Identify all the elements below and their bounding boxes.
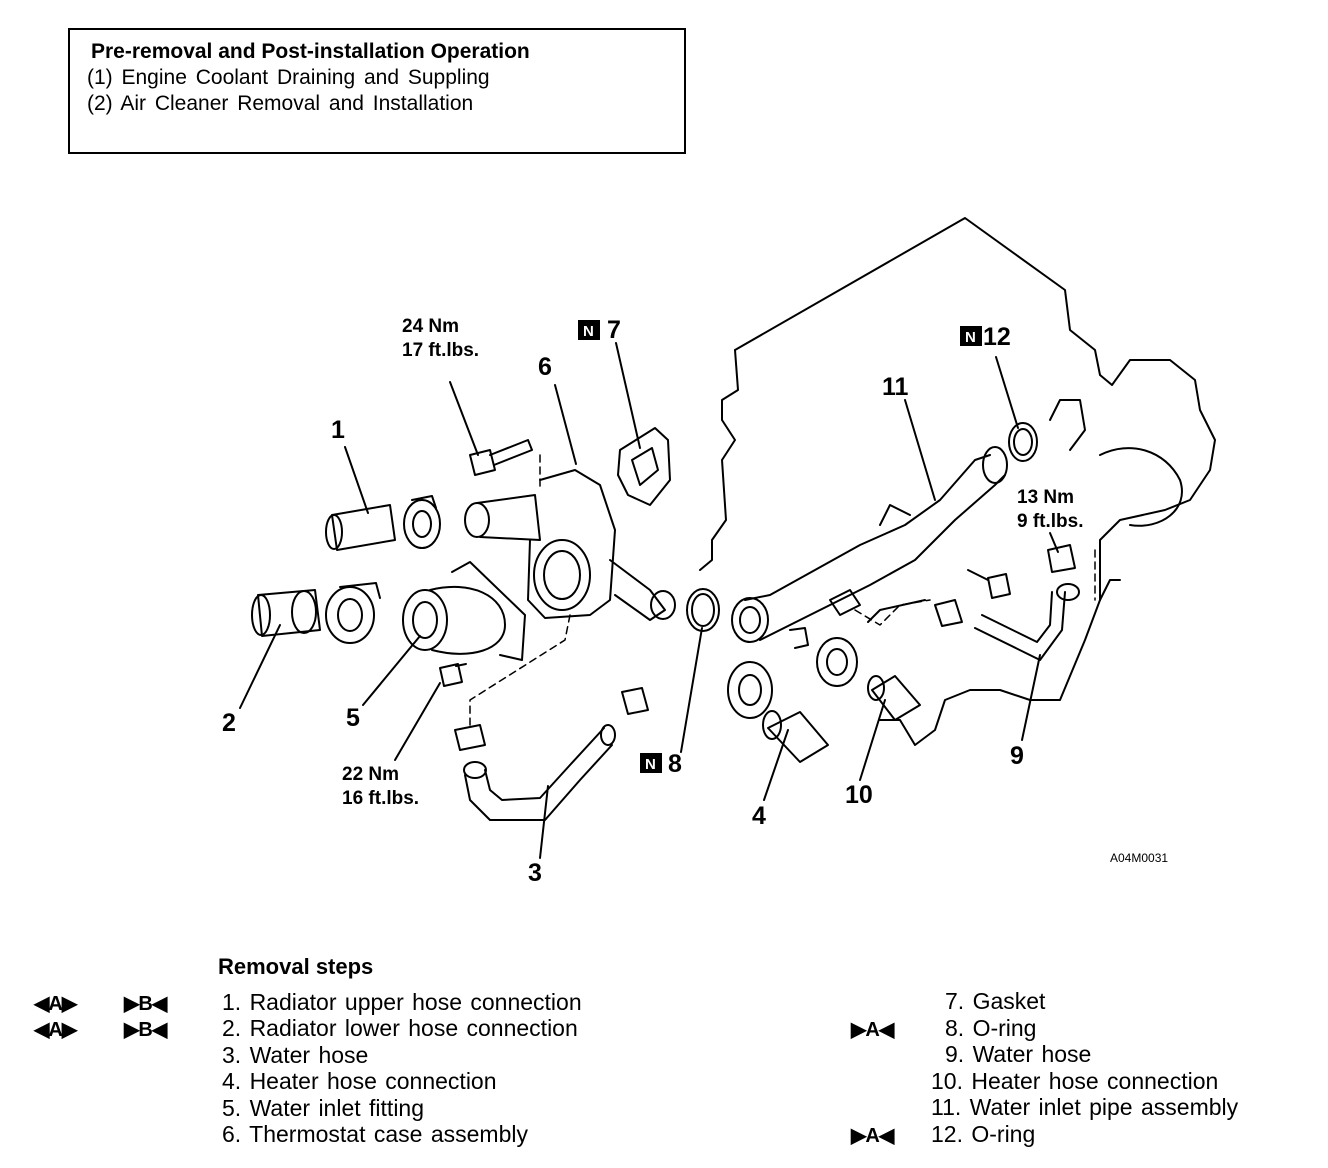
mark-a-removal-step-2: ◀A▶ [34, 1019, 77, 1041]
pre-removal-operation-box: Pre-removal and Post-installation Operat… [68, 28, 686, 154]
part-12-o-ring [1008, 422, 1038, 462]
torque-16ftlbs: 16 ft.lbs. [342, 788, 419, 809]
mark-b-install-step-1: ▶B◀ [124, 993, 167, 1015]
mark-a-install-step-8: ▶A◀ [851, 1019, 894, 1041]
new-part-marker-8 [640, 753, 662, 773]
label-part-9: 9 [1010, 742, 1024, 770]
part-1-upper-hose [325, 504, 396, 551]
part-9-water-hose [974, 544, 1080, 661]
bolt-13nm [967, 569, 1011, 599]
removal-step-1: 1. Radiator upper hose connection [222, 989, 582, 1015]
operation-item-1: (1) Engine Coolant Draining and Suppling [87, 66, 490, 89]
removal-step-3: 3. Water hose [222, 1042, 369, 1068]
label-part-6: 6 [538, 353, 552, 381]
torque-13nm: 13 Nm [1017, 487, 1074, 508]
label-part-7: 7 [607, 316, 621, 344]
alignment-lines [469, 454, 1096, 726]
new-part-marker-12 [960, 326, 982, 346]
part-8-o-ring [686, 588, 720, 632]
part-10-heater-hose [867, 675, 921, 721]
removal-step-11: 11. Water inlet pipe assembly [931, 1094, 1239, 1120]
new-part-marker-7 [578, 320, 600, 340]
hose-clamp-9 [934, 599, 963, 627]
part-11-water-inlet-pipe [731, 446, 1008, 649]
label-part-2: 2 [222, 709, 236, 737]
part-7-gasket [617, 427, 671, 506]
hose-clamp-10 [816, 637, 858, 687]
hose-clamp-4 [727, 661, 773, 719]
mark-a-removal-step-1: ◀A▶ [34, 993, 77, 1015]
label-part-5: 5 [346, 704, 360, 732]
hose-clamp-3b [621, 687, 649, 715]
mark-b-install-step-2: ▶B◀ [124, 1019, 167, 1041]
part-6-thermostat-case [464, 469, 676, 621]
engine-block-outline [699, 217, 1216, 746]
label-part-10: 10 [845, 781, 873, 809]
label-part-4: 4 [752, 802, 766, 830]
removal-step-12: 12. O-ring [931, 1121, 1036, 1147]
figure-code: A04M0031 [1110, 851, 1168, 865]
bolt-22nm [439, 663, 467, 687]
removal-step-9: 9. Water hose [945, 1041, 1092, 1067]
label-part-12: 12 [983, 323, 1011, 351]
removal-steps-title: Removal steps [218, 954, 374, 979]
exploded-parts-diagram: 1 2 3 4 5 6 N 7 N 8 9 10 11 N 12 24 Nm 1… [222, 217, 1216, 887]
removal-step-2: 2. Radiator lower hose connection [222, 1015, 578, 1041]
removal-step-7: 7. Gasket [945, 988, 1046, 1014]
part-5-water-inlet-fitting [402, 561, 526, 661]
label-part-1: 1 [331, 416, 345, 444]
hose-clamp-1 [403, 495, 441, 549]
removal-step-8: 8. O-ring [945, 1015, 1037, 1041]
operation-item-2: (2) Air Cleaner Removal and Installation [87, 92, 474, 115]
removal-step-10: 10. Heater hose connection [931, 1068, 1219, 1094]
torque-17ftlbs: 17 ft.lbs. [402, 340, 479, 361]
leader-lines [239, 342, 1059, 859]
torque-22nm: 22 Nm [342, 764, 399, 785]
bolt-24nm [469, 439, 533, 476]
removal-step-4: 4. Heater hose connection [222, 1068, 497, 1094]
new-part-marker-12-letter: N [965, 329, 976, 346]
part-3-water-hose [463, 724, 616, 821]
part-4-heater-hose [762, 710, 829, 763]
removal-step-5: 5. Water inlet fitting [222, 1095, 425, 1121]
hose-clamp-2 [325, 582, 381, 644]
label-part-8: 8 [668, 750, 682, 778]
mark-a-install-step-12: ▶A◀ [851, 1125, 894, 1147]
torque-24nm: 24 Nm [402, 316, 459, 337]
label-part-3: 3 [528, 859, 542, 887]
operation-title: Pre-removal and Post-installation Operat… [91, 40, 530, 63]
new-part-marker-7-letter: N [583, 323, 594, 340]
part-2-lower-hose [251, 589, 321, 637]
hose-clamp-3a [454, 724, 486, 751]
removal-step-6: 6. Thermostat case assembly [222, 1121, 528, 1147]
torque-9ftlbs: 9 ft.lbs. [1017, 511, 1084, 532]
new-part-marker-8-letter: N [645, 756, 656, 773]
label-part-11: 11 [882, 373, 909, 401]
